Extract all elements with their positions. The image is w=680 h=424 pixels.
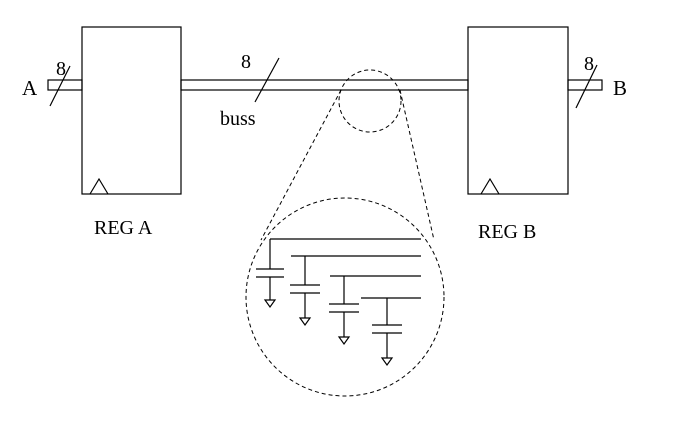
bus-width-label: 8 [241,51,251,73]
capacitor-3 [329,276,359,346]
capacitor-4 [372,298,402,367]
ground-icon [263,299,277,309]
output-bus-width-slash [575,64,598,109]
capacitor-taps [256,238,421,367]
register-b-clock-icon [480,177,500,195]
ground-icon [337,336,351,346]
register-a-clock-icon [89,177,109,195]
output-width-label: 8 [584,53,594,75]
magnifier-guide-right [399,89,435,241]
magnifier-small-circle [338,69,402,133]
bus-width-slash [254,57,280,103]
input-wire-a [47,79,83,91]
ground-icon [380,357,394,367]
input-label-a: A [22,76,38,100]
input-bus-width-slash [49,65,71,107]
magnifier-large-circle [245,197,445,397]
capacitor-1 [256,239,284,309]
capacitor-2 [290,256,320,327]
register-a-box [81,26,182,195]
ground-icon [298,317,312,327]
register-a-label: REG A [94,217,153,239]
register-b-box [467,26,569,195]
output-label-b: B [613,76,627,100]
magnifier-guide-left [260,89,342,241]
bus-wire [180,79,469,91]
input-width-label: 8 [56,58,66,80]
register-b-label: REG B [478,221,536,243]
bus-label: buss [220,108,256,130]
